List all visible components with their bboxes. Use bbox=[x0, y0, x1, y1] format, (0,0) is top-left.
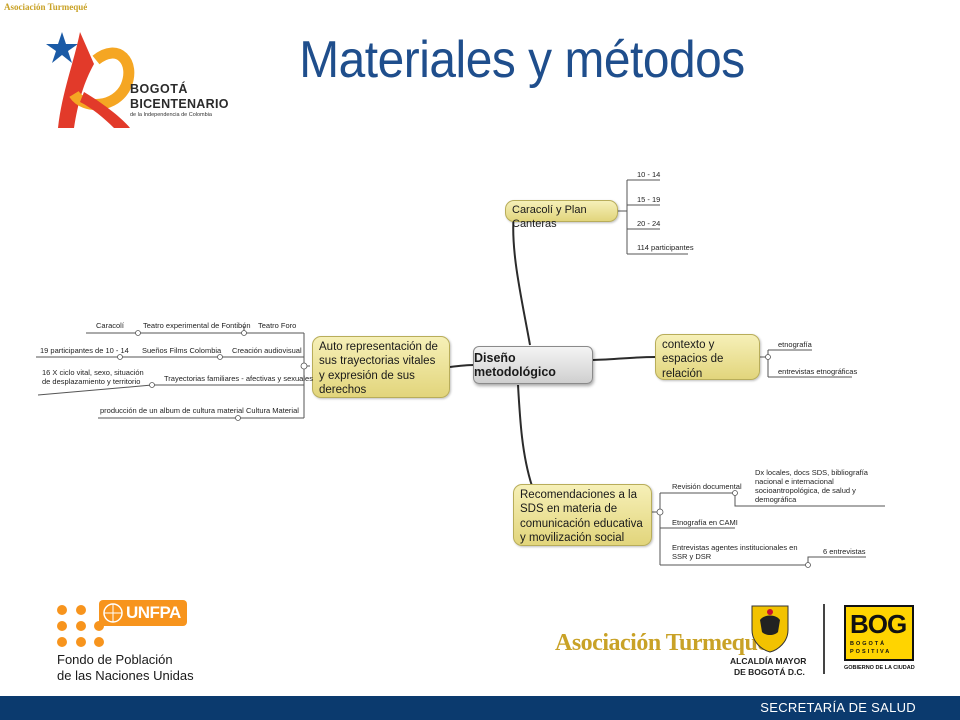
leaf-album-cultura: producción de un album de cultura materi… bbox=[100, 406, 244, 415]
leaf-caracoli-auto: Caracolí bbox=[96, 321, 124, 330]
bicentenario-line3: de la Independencia de Colombia bbox=[130, 112, 212, 118]
leaf-caracoli-2: 15 - 19 bbox=[637, 195, 661, 204]
bog-box: BOG BOGOTÁ POSITIVA bbox=[844, 605, 914, 661]
leaf-contexto-1: etnografía bbox=[778, 340, 812, 349]
bicentenario-emblem-icon bbox=[46, 32, 135, 128]
un-emblem-icon bbox=[103, 603, 123, 623]
corner-tag: Asociación Turmequé bbox=[4, 2, 88, 12]
node-auto-representacion[interactable]: Auto representación de sus trayectorias … bbox=[312, 336, 450, 398]
bog-sub2: GOBIERNO DE LA CIUDAD bbox=[844, 665, 915, 671]
unfpa-brand-text: UNFPA bbox=[126, 603, 181, 622]
leaf-teatro-experimental: Teatro experimental de Fontibón bbox=[143, 321, 251, 330]
footer-text: SECRETARÍA DE SALUD bbox=[760, 700, 916, 715]
sub-trayectorias: Trayectorias familiares - afectivas y se… bbox=[164, 374, 313, 383]
mindmap-center-node[interactable]: Diseño metodológico bbox=[473, 346, 593, 384]
sub-creacion-audiovisual: Creación audiovisual bbox=[232, 346, 302, 355]
unfpa-logo: UNFPA Fondo de Población de las Naciones… bbox=[55, 600, 215, 684]
leaf-suenos-films: Sueños Films Colombia bbox=[142, 346, 222, 355]
alcaldia-logo: ALCALDÍA MAYOR DE BOGOTÁ D.C. bbox=[730, 602, 810, 678]
page-title: Materiales y métodos bbox=[299, 31, 745, 89]
node-contexto[interactable]: contexto y espacios de relación bbox=[655, 334, 760, 380]
leaf-19-participantes: 19 participantes de 10 - 14 bbox=[40, 346, 129, 355]
unfpa-dots-icon bbox=[57, 605, 104, 647]
leaf-caracoli-3: 20 - 24 bbox=[637, 219, 661, 228]
bogota-shield-icon bbox=[751, 605, 789, 653]
leaf-caracoli-4: 114 participantes bbox=[637, 243, 694, 252]
sub-teatro-foro: Teatro Foro bbox=[258, 321, 297, 330]
leaf-caracoli-1: 10 - 14 bbox=[637, 170, 661, 179]
leaf-contexto-2: entrevistas etnográficas bbox=[778, 367, 858, 376]
turmeque-logo: Asociación Turmequé bbox=[555, 630, 768, 656]
sub-etnografia-cami: Etnografía en CAMI bbox=[672, 518, 738, 527]
bog-logo: BOG BOGOTÁ POSITIVA GOBIERNO DE LA CIUDA… bbox=[844, 605, 915, 675]
node-recomendaciones[interactable]: Recomendaciones a la SDS en materia de c… bbox=[513, 484, 652, 546]
bicentenario-line2: BICENTENARIO bbox=[130, 97, 229, 111]
leaf-6-entrevistas: 6 entrevistas bbox=[823, 547, 866, 556]
logo-divider bbox=[823, 604, 825, 674]
node-caracoli[interactable]: Caracolí y Plan Canteras bbox=[505, 200, 618, 230]
sub-revision-documental: Revisión documental bbox=[672, 482, 742, 491]
leaf-16-ciclo-vital: 16 X ciclo vital, sexo, situación de des… bbox=[42, 368, 144, 386]
alcaldia-line1: ALCALDÍA MAYOR bbox=[730, 656, 807, 666]
unfpa-line1: Fondo de Población bbox=[57, 652, 173, 667]
leaf-dx-locales: Dx locales, docs SDS, bibliografía nacio… bbox=[755, 468, 868, 504]
unfpa-brand: UNFPA bbox=[99, 600, 187, 626]
bicentenario-logo: BOGOTÁ BICENTENARIO de la Independencia … bbox=[44, 22, 249, 134]
unfpa-line2: de las Naciones Unidas bbox=[57, 668, 194, 683]
sub-entrevistas-agentes: Entrevistas agentes institucionales en S… bbox=[672, 543, 798, 561]
sub-cultura-material: Cultura Material bbox=[246, 406, 299, 415]
bog-word: BOG bbox=[850, 609, 907, 639]
bicentenario-line1: BOGOTÁ bbox=[130, 82, 188, 96]
footer-bar bbox=[0, 696, 960, 720]
alcaldia-line2: DE BOGOTÁ D.C. bbox=[734, 667, 805, 677]
bog-sub1: BOGOTÁ POSITIVA bbox=[850, 641, 892, 655]
